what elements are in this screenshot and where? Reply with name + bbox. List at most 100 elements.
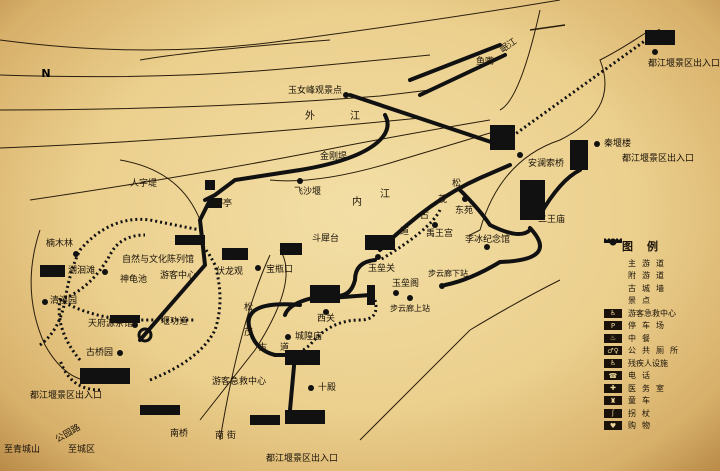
legend-label: 主游道 [628,258,670,268]
river-label-inner-2: 江 [380,189,390,200]
cane-icon: ʃ [604,408,622,418]
river-label-inner-1: 内 [352,197,362,208]
city-wall-icon [604,238,622,293]
attraction-dot-icon [604,238,622,305]
legend-item: ☎ 电话 [604,370,704,383]
ancient-road-char: 古 [258,343,268,353]
label-yunv: 玉女峰观景点 [288,86,343,96]
legend-label: 童车 [628,396,656,406]
stroller-icon: ♜ [604,396,622,406]
legend-item: ✚ 医务室 [604,382,704,395]
entrance-south[interactable]: 都江堰景区出入口 [266,454,339,464]
ancient-road-char: 道 [400,227,410,237]
map-legend: 图例 主游道 附游道 古城墙 景点 ♿ 游客急救中心 P 停车场 ♨ 中餐 ♂♀ 公共厕… [604,238,704,432]
label-feisha: 飞沙堰 [294,187,322,197]
legend-label: 公共厕所 [628,346,684,356]
label-baoping: 宝瓶口 [266,265,294,275]
wheelchair-icon: ♿ [604,358,622,368]
legend-title: 图例 [622,240,672,253]
label-xiguan: 西关 [317,314,336,324]
legend-item: 古城墙 [604,238,704,295]
legend-label: 电话 [628,371,656,381]
legend-item: ♜ 童车 [604,395,704,408]
phone-icon: ☎ [604,371,622,381]
parking-icon: P [604,321,622,331]
legend-label: 中餐 [628,333,656,343]
restaurant-icon: ♨ [604,333,622,343]
ancient-road-char: 松 [244,303,254,313]
label-guqiao: 古桥园 [86,348,114,358]
legend-label: 景点 [628,296,656,306]
attraction-dots [42,49,658,391]
legend-label: 医务室 [628,383,670,393]
label-buyun-lower: 步云廊下站 [428,269,468,278]
entrance-northeast[interactable]: 都江堰景区出入口 [648,59,720,69]
river-label-outer-1: 外 [305,111,315,122]
label-nanmu: 楠木林 [46,239,74,249]
main-roads [138,43,582,412]
label-libing: 李冰纪念馆 [465,235,511,245]
label-anlan: 安澜索桥 [528,159,565,169]
legend-item: ʃ 拐杖 [604,407,704,420]
legend-item: 主游道 [604,239,704,270]
label-nanqiao: 南桥 [170,429,189,439]
legend-item: 附游道 [604,239,704,283]
label-yuzui: 鱼嘴 [476,57,495,67]
legend-item: ♨ 中餐 [604,332,704,345]
direction-to-city[interactable]: 至城区 [68,445,96,455]
label-yangong: 堰功道 [161,317,189,327]
side-roads [39,28,661,392]
label-erwang: 二王庙 [538,215,566,225]
label-shidian: 十殿 [318,383,337,393]
first-aid-icon: ♿ [604,308,622,318]
label-yulei-pavilion: 玉垒阁 [392,279,420,289]
legend-label: 拐杖 [628,408,656,418]
label-qinyan: 秦堰楼 [604,139,632,149]
label-first-aid: 游客急救中心 [212,377,267,387]
side-road-icon [604,239,622,280]
toilet-icon: ♂♀ [604,346,622,356]
ancient-road-char: 道 [280,343,290,353]
ancient-road-char: 茂 [244,328,254,338]
legend-item: ♿ 残疾人设施 [604,357,704,370]
legend-item: ♥ 购物 [604,420,704,433]
label-yuwang: 禹王宫 [426,229,454,239]
legend-label: 附游道 [628,271,670,281]
legend-item: P 停车场 [604,320,704,333]
label-chenghuang: 城隍庙 [295,332,323,342]
river-label-outer-2: 江 [350,111,360,122]
legend-label: 古城墙 [628,283,670,293]
legend-label: 停车场 [628,321,670,331]
label-renzi: 人字堤 [130,179,158,189]
legend-label: 购物 [628,421,656,431]
label-nanjie: 南 街 [215,431,236,441]
riverbanks [0,0,651,441]
label-tianfu: 天府源茶馆 [88,319,134,329]
label-jingang: 金刚堤 [320,152,348,162]
label-buyun-upper: 步云廊上站 [390,304,430,313]
ancient-road-char: 茂 [438,195,448,205]
legend-item: ♿ 游客急救中心 [604,307,704,320]
shopping-icon: ♥ [604,421,622,431]
landmark-buildings [40,30,675,425]
entrance-southwest[interactable]: 都江堰景区出入口 [30,391,103,401]
label-dongyuan: 东苑 [455,206,474,216]
label-qingxi: 清溪园 [50,296,78,306]
direction-to-qingcheng[interactable]: 至青城山 [4,445,41,455]
north-compass: N [32,62,60,86]
legend-item: ♂♀ 公共厕所 [604,345,704,358]
ancient-road-char: 古 [420,211,430,221]
ancient-road-char: 松 [452,179,462,189]
north-label: N [41,67,51,80]
label-visitor-center: 游客中心 [160,271,197,281]
label-suhui: 溯洄滩 [68,266,96,276]
entrance-east[interactable]: 都江堰景区出入口 [622,154,695,164]
label-chouting: 踌亭 [214,199,233,209]
main-road-icon [604,239,622,268]
legend-label: 残疾人设施 [628,358,668,368]
medical-cross-icon: ✚ [604,383,622,393]
legend-label: 游客急救中心 [628,308,676,318]
label-museum: 自然与文化陈列馆 [122,255,195,265]
